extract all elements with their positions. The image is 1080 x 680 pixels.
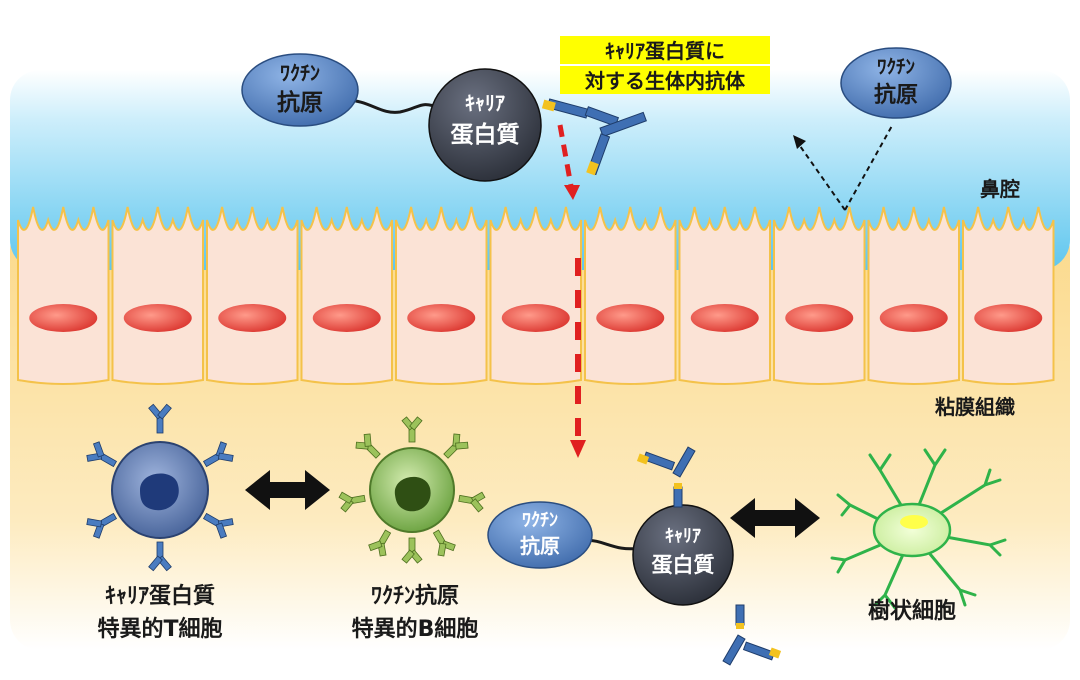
- epithelial-cell-layer: [17, 206, 1055, 385]
- antibody-icon: [636, 446, 696, 508]
- b-cell-label-1: ﾜｸﾁﾝ抗原: [371, 583, 459, 609]
- bottom-antigen-label-1: ﾜｸﾁﾝ: [522, 510, 558, 531]
- cell-nucleus: [501, 304, 570, 332]
- red-dashed-arrow: [557, 124, 586, 458]
- cell-nucleus: [123, 304, 192, 332]
- t-cell-label-2: 特異的T細胞: [97, 616, 222, 642]
- t-cell-label-1: ｷｬﾘｱ蛋白質: [105, 583, 215, 609]
- cell-nucleus: [312, 304, 381, 332]
- t-cell-icon: [84, 403, 236, 572]
- epithelial-cell: [17, 206, 110, 385]
- carrier-protein-bottom: [632, 504, 734, 606]
- bottom-carrier-label-1: ｷｬﾘｱ: [665, 526, 701, 547]
- top-carrier-label-1: ｷｬﾘｱ: [465, 91, 505, 115]
- cell-nucleus: [407, 304, 476, 332]
- cell-nucleus: [879, 304, 948, 332]
- dendritic-cell-icon: [830, 448, 1007, 610]
- antibody-label-highlight-1: [560, 36, 770, 64]
- epithelial-cell: [206, 206, 299, 385]
- epithelial-cell: [678, 206, 771, 385]
- antibody-label-highlight-2: [560, 66, 770, 94]
- double-arrow-icon: [245, 470, 330, 510]
- cell-nucleus: [29, 304, 98, 332]
- epithelial-cell: [395, 206, 488, 385]
- dendritic-cell-label: 樹状細胞: [868, 598, 956, 624]
- linker: [344, 98, 441, 114]
- double-arrow-icon: [730, 498, 820, 538]
- top-antigen-label-1: ﾜｸﾁﾝ: [280, 61, 320, 85]
- bottom-carrier-label-2: 蛋白質: [652, 553, 715, 577]
- top-carrier-label-2: 蛋白質: [451, 121, 520, 148]
- cell-nucleus: [690, 304, 759, 332]
- cell-nucleus: [596, 304, 665, 332]
- right-antigen-label-1: ﾜｸﾁﾝ: [877, 56, 915, 78]
- epithelial-cell: [489, 206, 582, 385]
- vaccine-antigen-top: [241, 53, 359, 127]
- b-cell-label-2: 特異的B細胞: [352, 616, 479, 642]
- vaccine-antigen-bottom: [487, 501, 593, 569]
- cell-nucleus: [785, 304, 854, 332]
- carrier-protein-top: [428, 68, 542, 182]
- mucosal-tissue-label: 粘膜組織: [935, 395, 1015, 419]
- antibody-icon: [722, 604, 782, 666]
- bottom-antigen-label-2: 抗原: [520, 534, 560, 558]
- b-cell-icon: [337, 416, 487, 564]
- epithelial-cell: [962, 206, 1055, 385]
- cell-nucleus: [974, 304, 1043, 332]
- antibody-icon: [541, 98, 647, 176]
- antibody-label-2: 対する生体内抗体: [584, 69, 746, 93]
- epithelial-cell: [584, 206, 677, 385]
- epithelial-cell: [773, 206, 866, 385]
- epithelial-cell: [111, 206, 204, 385]
- nasal-cavity-label: 鼻腔: [980, 177, 1020, 201]
- vaccine-antigen-right: [840, 47, 952, 119]
- epithelial-cell: [867, 206, 960, 385]
- epithelial-cell: [300, 206, 393, 385]
- dashed-arrows: [793, 123, 894, 211]
- antibody-label-1: ｷｬﾘｱ蛋白質に: [605, 39, 725, 63]
- top-antigen-label-2: 抗原: [277, 89, 323, 116]
- right-antigen-label-2: 抗原: [874, 82, 918, 108]
- cell-nucleus: [218, 304, 287, 332]
